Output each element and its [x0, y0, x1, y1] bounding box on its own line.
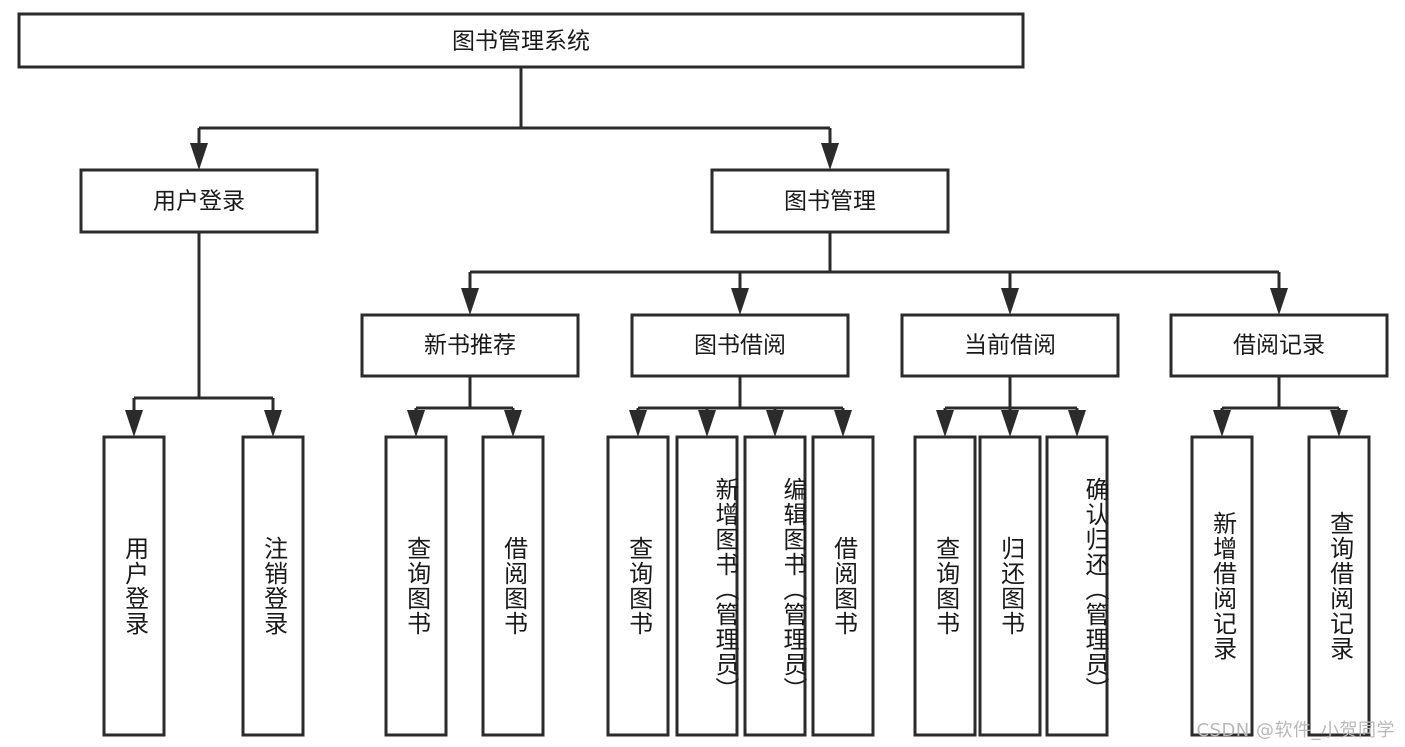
- connector-newbook-to-leaves: [407, 376, 522, 437]
- leaf-rect-borrow-book-2: [811, 435, 875, 737]
- connector-root-to-level1: [190, 67, 839, 170]
- node-book-borrow[interactable]: 图书借阅: [630, 313, 850, 378]
- leaf-rect-query-book-2: [606, 435, 670, 737]
- leaf-rect-return-book: [978, 435, 1042, 737]
- connector-currentborrow-to-leaves: [936, 376, 1086, 437]
- connector-bookmgmt-to-level2: [461, 232, 1288, 315]
- leaf-rect-query-book-1: [384, 435, 448, 737]
- node-current-borrow[interactable]: 当前借阅: [900, 313, 1120, 378]
- leaf-rects: [102, 435, 1371, 737]
- node-book-management-label: 图书管理: [784, 189, 876, 215]
- node-new-book-recommend-label: 新书推荐: [424, 333, 516, 359]
- node-borrow-record-label: 借阅记录: [1233, 333, 1325, 359]
- node-root-label: 图书管理系统: [452, 29, 590, 55]
- watermark: CSDN @软件_小贺同学: [1196, 720, 1395, 741]
- leaf-rect-edit-book: [743, 435, 807, 737]
- node-new-book-recommend[interactable]: 新书推荐: [360, 313, 580, 378]
- connector-borrowbook-to-leaves: [629, 376, 852, 437]
- node-book-borrow-label: 图书借阅: [694, 333, 786, 359]
- leaf-rect-query-record: [1307, 435, 1371, 737]
- node-book-management[interactable]: 图书管理: [710, 168, 950, 234]
- node-user-login-label: 用户登录: [153, 189, 245, 215]
- leaf-rect-query-book-3: [913, 435, 977, 737]
- leaf-rect-borrow-book-1: [481, 435, 545, 737]
- connector-userlogin-to-leaves: [125, 232, 282, 437]
- node-root[interactable]: 图书管理系统: [17, 12, 1025, 69]
- connector-borrowrecord-to-leaves: [1213, 376, 1348, 437]
- leaf-rect-add-record: [1190, 435, 1254, 737]
- leaf-rect-confirm-return: [1045, 435, 1109, 737]
- leaf-rect-logout: [241, 435, 305, 737]
- leaf-rect-user-login: [102, 435, 166, 737]
- node-borrow-record[interactable]: 借阅记录: [1169, 313, 1389, 378]
- node-user-login[interactable]: 用户登录: [79, 168, 319, 234]
- leaf-rect-add-book: [675, 435, 739, 737]
- node-current-borrow-label: 当前借阅: [964, 333, 1056, 359]
